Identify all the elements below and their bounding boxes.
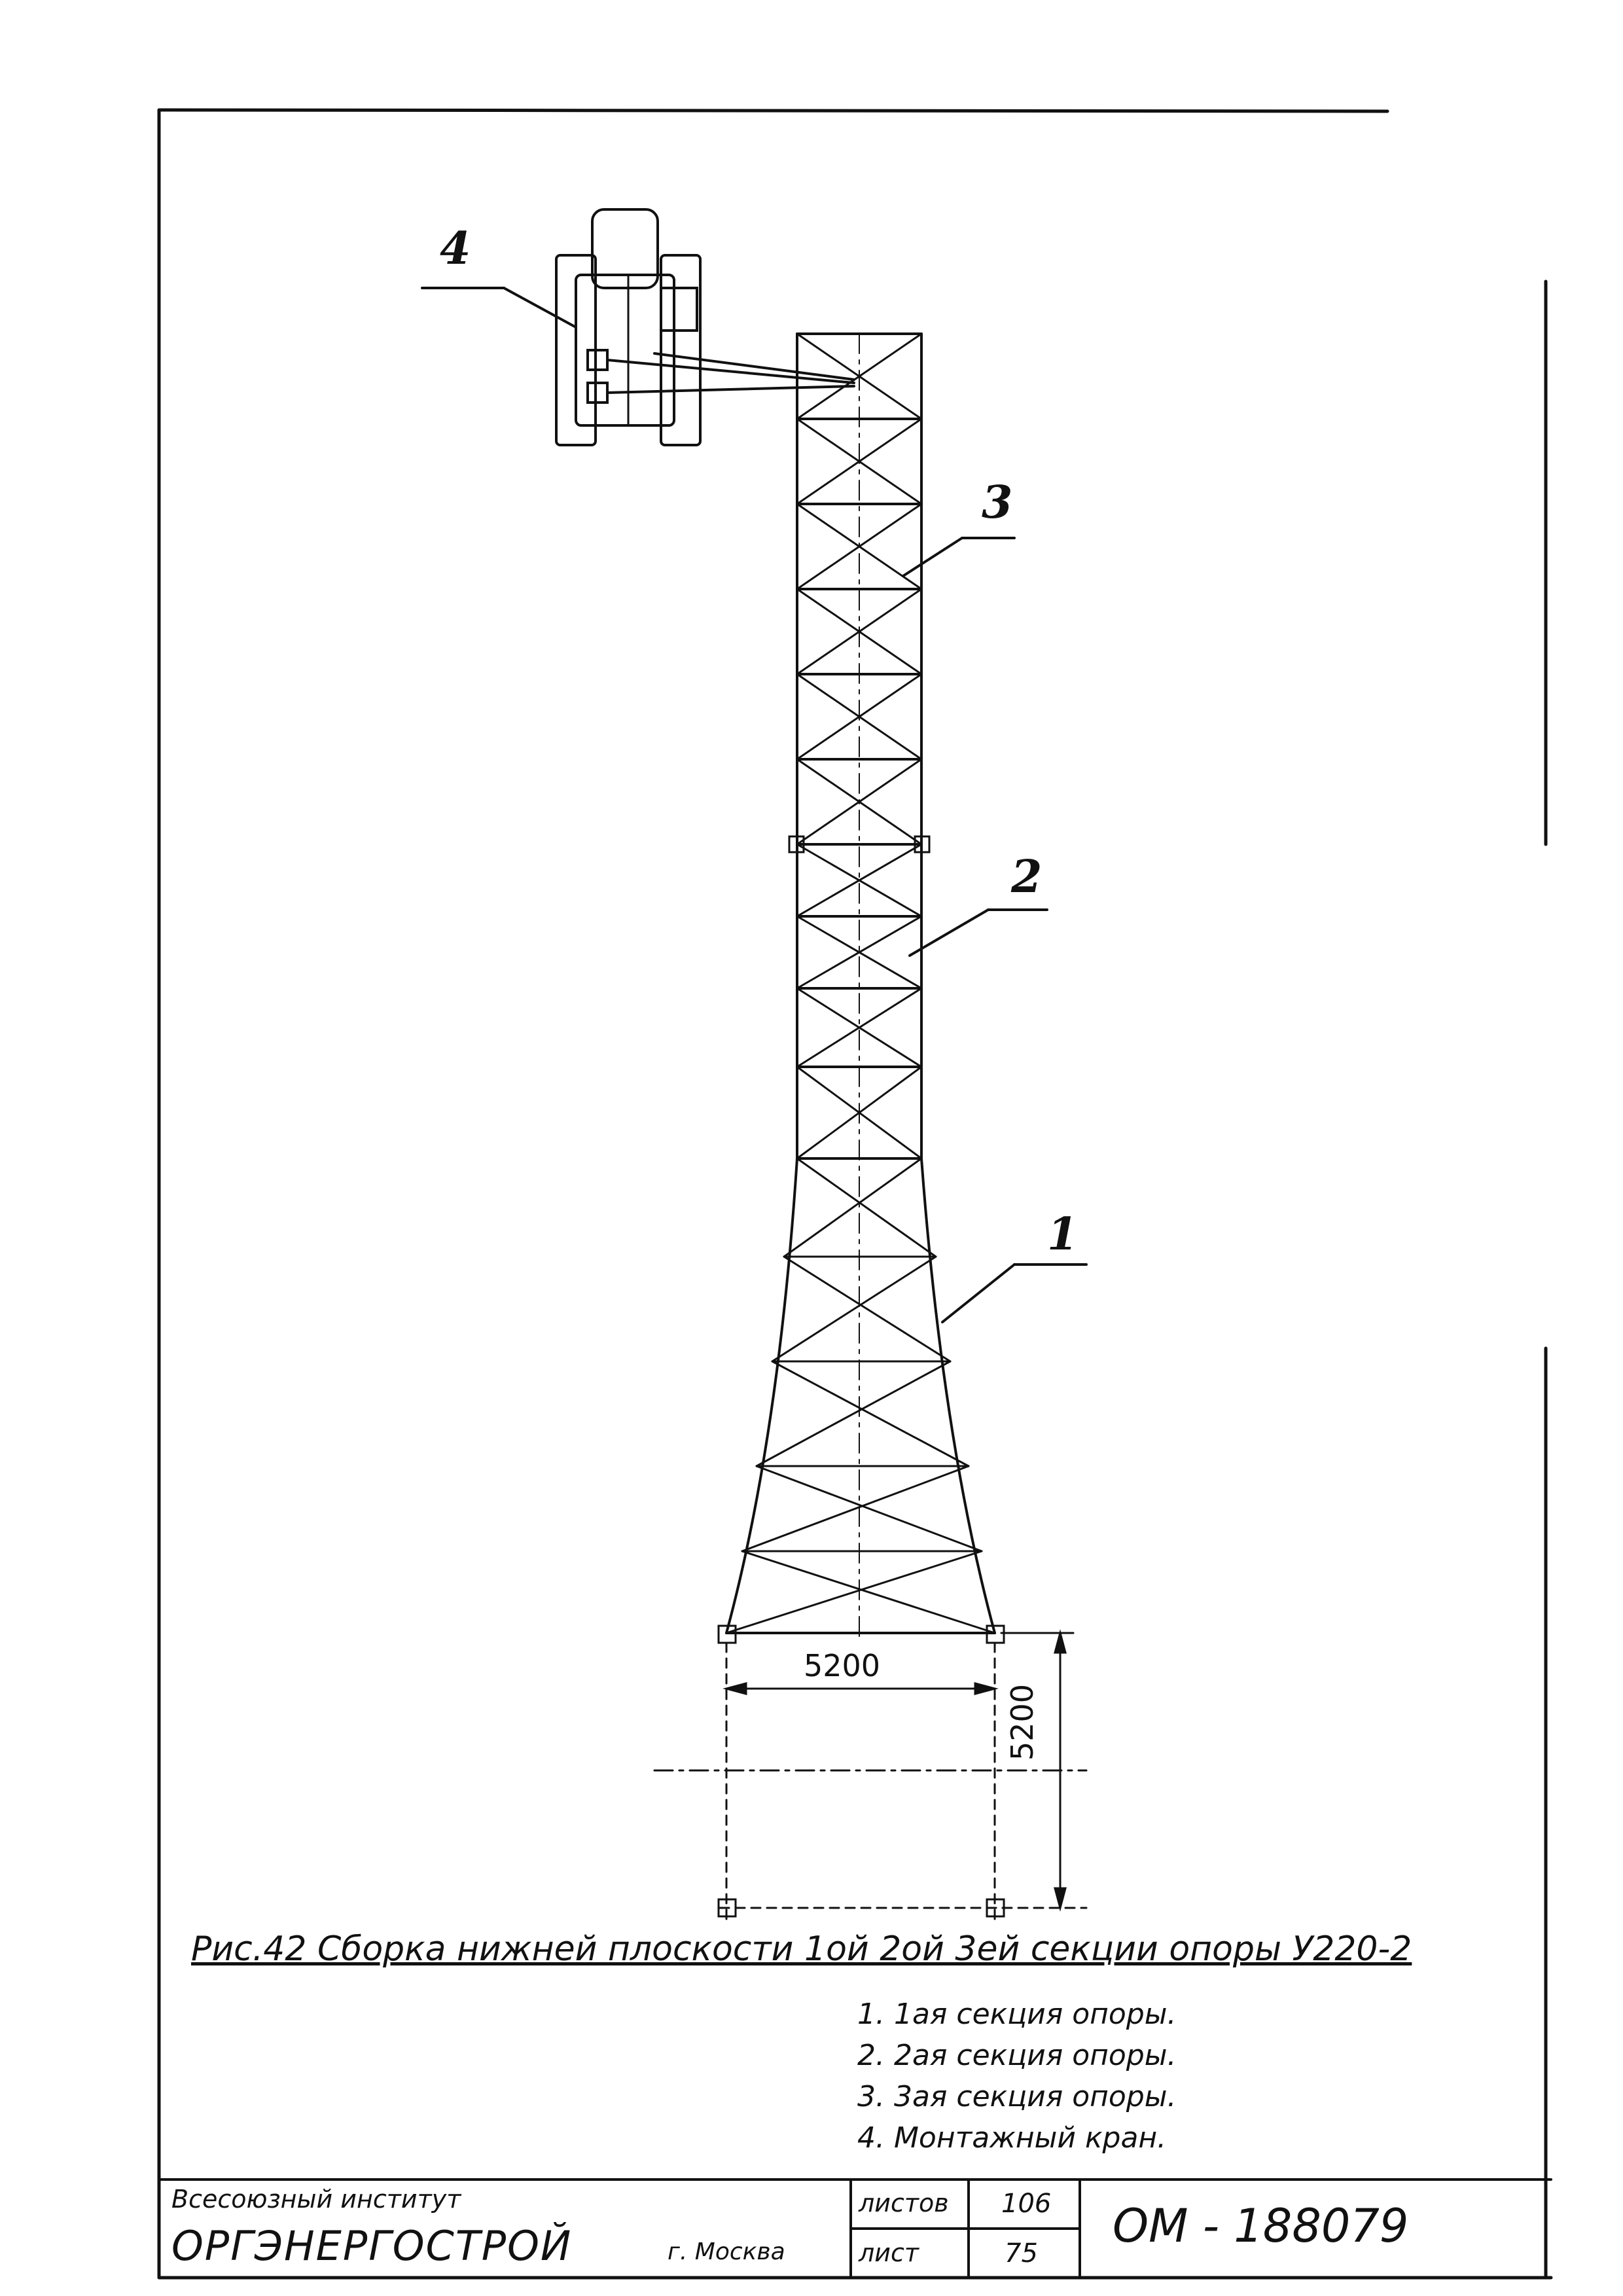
city-label: г. Москва bbox=[668, 2238, 785, 2265]
dimension-vertical: 5200 bbox=[1005, 1683, 1040, 1761]
sheets-label: листов bbox=[859, 2189, 949, 2217]
callout-4: 4 bbox=[440, 223, 471, 275]
dimension-horizontal: 5200 bbox=[804, 1648, 881, 1683]
figure-caption: Рис.42 Сборка нижней плоскости 1ой 2ой 3… bbox=[191, 1929, 1412, 1969]
legend-item: 2. 2ая секция опоры. bbox=[857, 2039, 1177, 2072]
sheets-value: 106 bbox=[1001, 2189, 1052, 2219]
title-block-grid bbox=[158, 2178, 1552, 2279]
organization-name: ОРГЭНЕРГОСТРОЙ bbox=[171, 2222, 573, 2270]
sheet-value: 75 bbox=[1005, 2238, 1038, 2269]
tower-upper-sections bbox=[788, 332, 931, 1637]
legend: 1. 1ая секция опоры. 2. 2ая секция опоры… bbox=[857, 1994, 1176, 2159]
document-number: ОМ - 188079 bbox=[1113, 2199, 1409, 2253]
callout-3: 3 bbox=[982, 476, 1013, 529]
foundation-layout bbox=[653, 1629, 1088, 1926]
tower-lower-section bbox=[717, 1157, 1005, 1644]
institute-label: Всесоюзный институт bbox=[171, 2185, 461, 2214]
callout-1: 1 bbox=[1047, 1208, 1079, 1261]
callout-2: 2 bbox=[1011, 851, 1043, 903]
sheet-label: лист bbox=[859, 2238, 919, 2267]
sheet-frame bbox=[157, 108, 1553, 2280]
legend-item: 3. 3ая секция опоры. bbox=[857, 2080, 1177, 2113]
mounting-crane bbox=[555, 208, 855, 446]
legend-item: 4. Монтажный кран. bbox=[857, 2121, 1167, 2155]
legend-item: 1. 1ая секция опоры. bbox=[857, 1998, 1177, 2031]
leader-lines bbox=[421, 287, 1088, 1323]
